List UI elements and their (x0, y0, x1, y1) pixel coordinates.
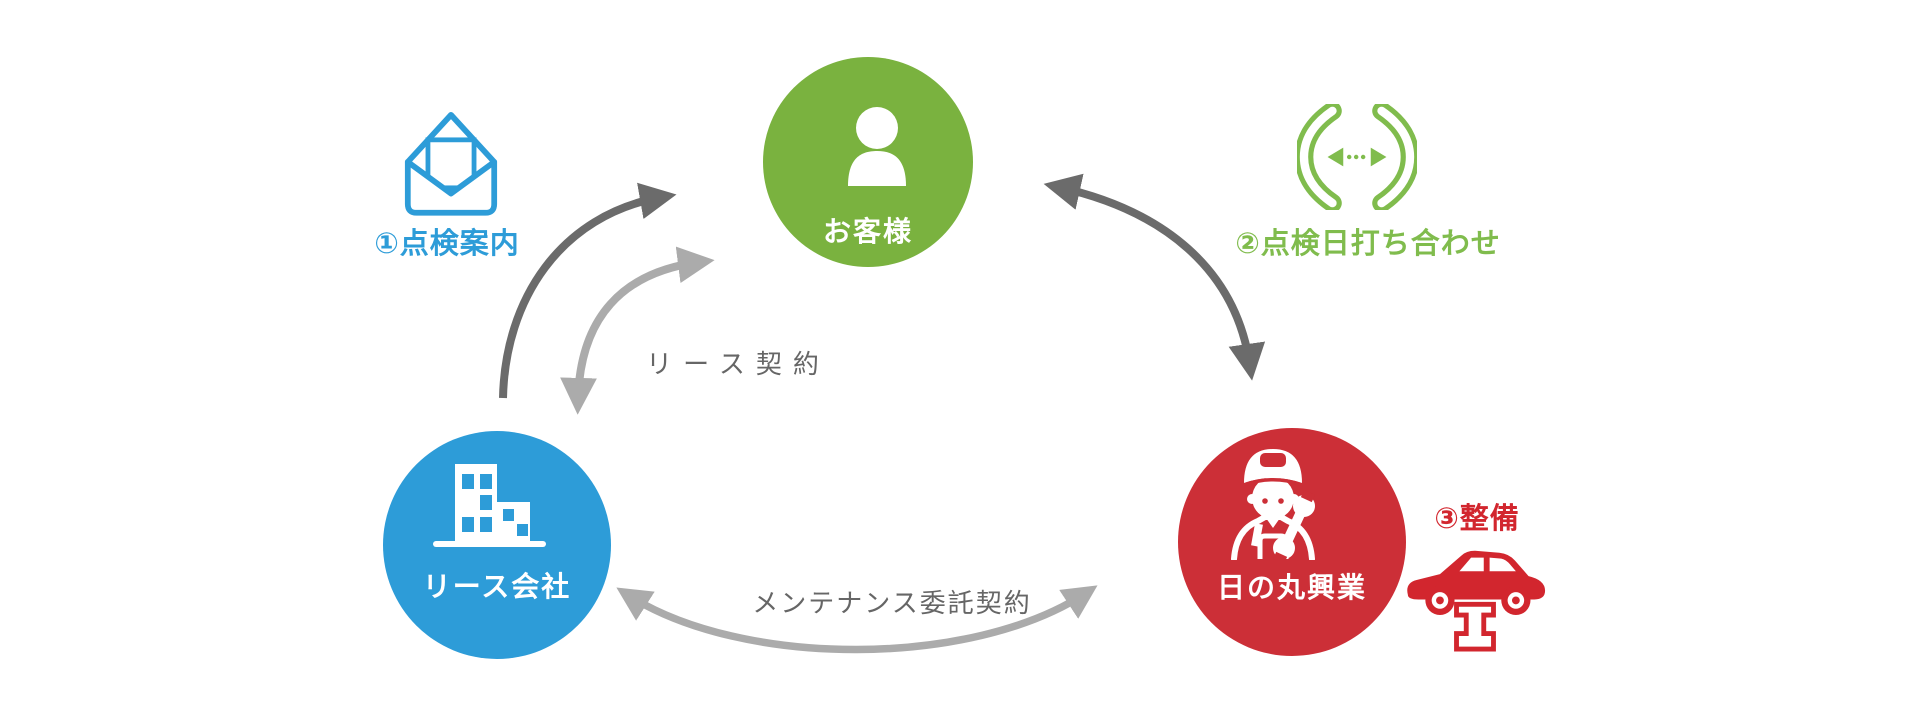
open-mail-icon (404, 112, 498, 216)
mechanic-icon (1231, 449, 1316, 560)
node-customer: お客様 (763, 57, 973, 267)
phone-call-icon (1297, 104, 1417, 210)
step3-label: ③整備 (1434, 503, 1520, 535)
step1-label: ①点検案内 (374, 228, 520, 260)
customer-label: お客様 (822, 216, 914, 247)
inspection-meeting-arrow (1043, 173, 1266, 381)
person-icon (848, 107, 906, 186)
lease-company-label: リース会社 (422, 571, 572, 602)
step2-label: ②点検日打ち合わせ (1235, 228, 1501, 260)
maintenance-contract-label: メンテナンス委託契約 (752, 588, 1032, 618)
lease-contract-label: リース契約 (646, 349, 830, 379)
inspection-notice-arrow (499, 182, 677, 399)
maintenance-company-label: 日の丸興業 (1216, 572, 1368, 603)
building-icon (433, 464, 546, 547)
car-on-lift-icon (1407, 550, 1546, 652)
node-maintenance-company: 日の丸興業 (1178, 428, 1406, 656)
node-lease-company: リース会社 (383, 431, 611, 659)
